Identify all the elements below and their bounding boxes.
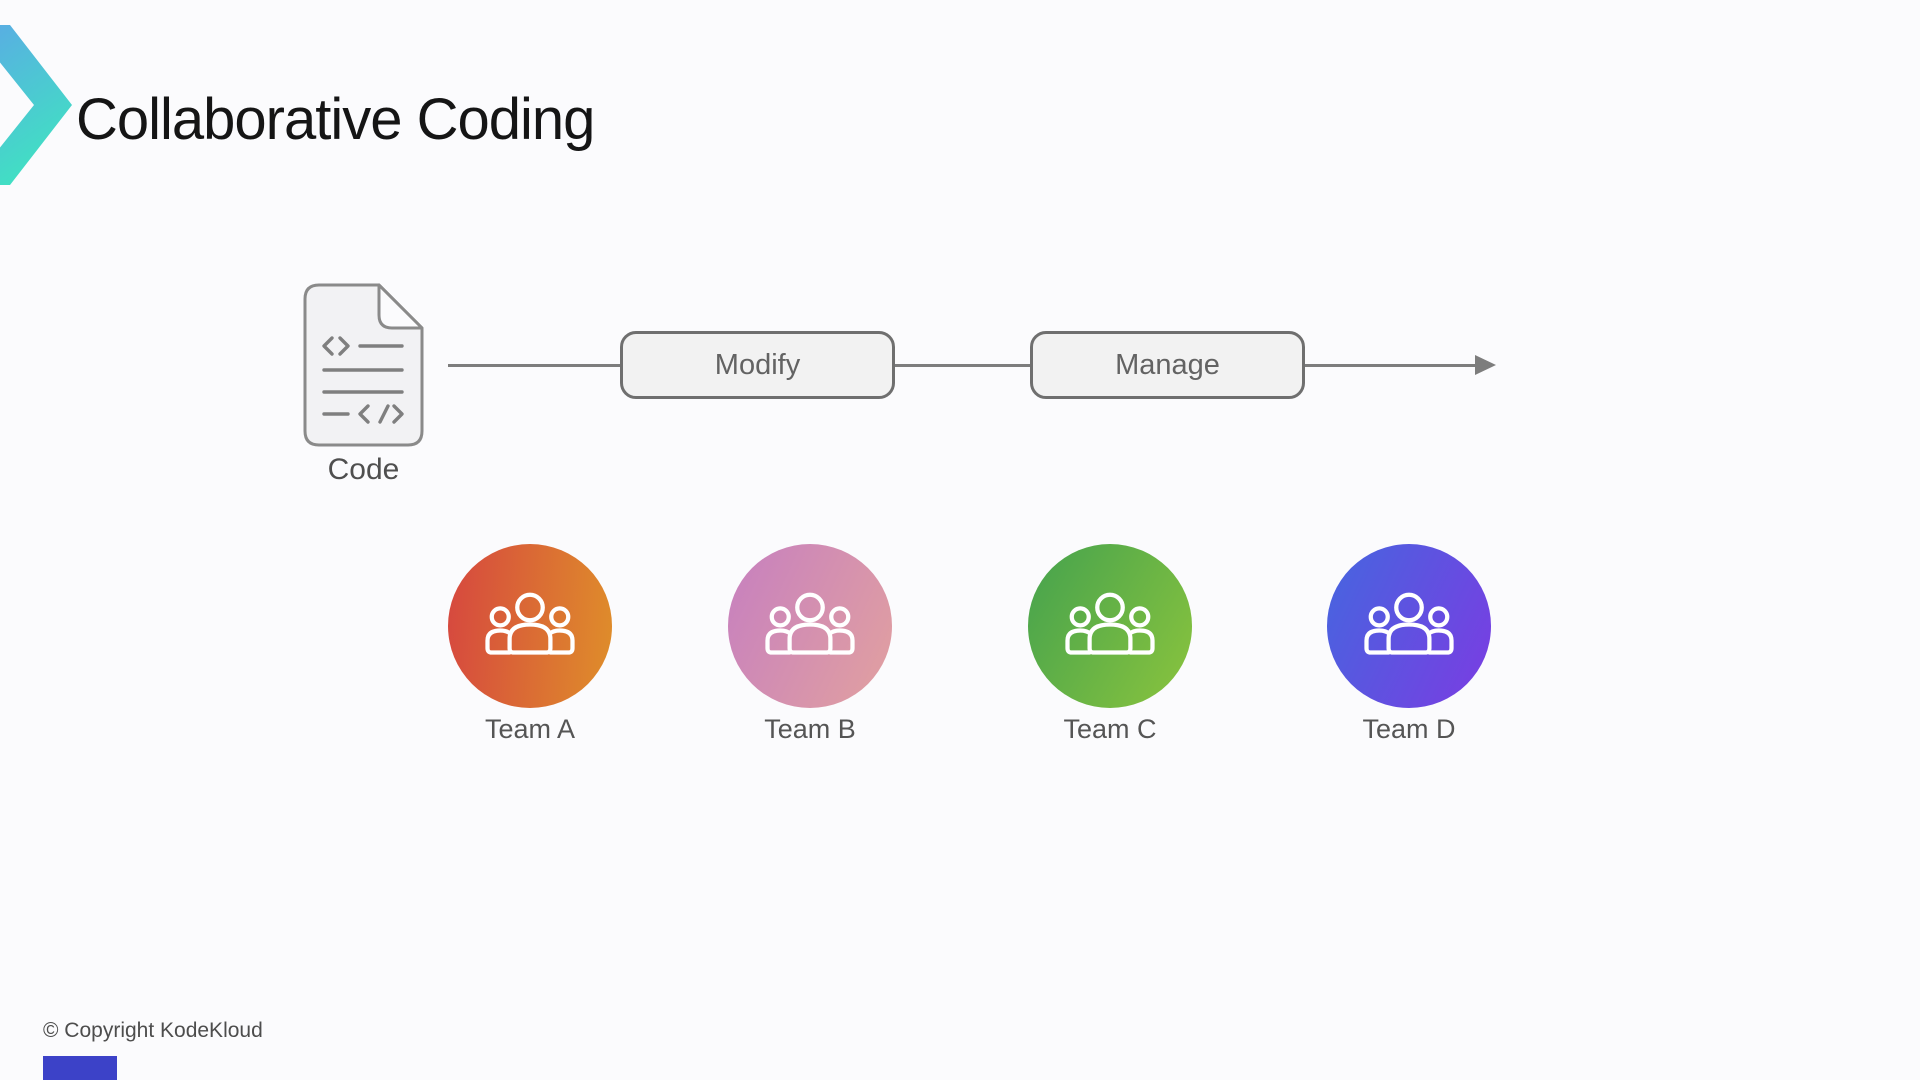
copyright-text: © Copyright KodeKloud [43, 1019, 263, 1042]
team-d-label: Team D [1362, 714, 1456, 744]
team-b-circle [728, 544, 892, 708]
team-c-label: Team C [1063, 714, 1157, 744]
team-a-circle [448, 544, 612, 708]
connector-line [895, 364, 1030, 367]
flow-node-modify: Modify [620, 331, 895, 399]
team-members-icon [485, 592, 575, 655]
kodekloud-chevron-icon [0, 25, 72, 185]
flow-node-manage-label: Manage [1115, 348, 1220, 381]
flow-node-manage: Manage [1030, 331, 1305, 399]
team-members-icon [1364, 592, 1454, 655]
code-node-label: Code [327, 453, 400, 486]
team-b-label: Team B [764, 714, 856, 744]
code-document-icon [303, 283, 424, 447]
page-title: Collaborative Coding [76, 87, 595, 152]
flow-node-modify-label: Modify [714, 348, 801, 381]
team-c-circle [1028, 544, 1192, 708]
connector-line [448, 364, 620, 367]
footer-accent-square [43, 1056, 117, 1080]
team-d-circle [1327, 544, 1491, 708]
connector-line [1305, 364, 1477, 367]
team-members-icon [1065, 592, 1155, 655]
arrow-head-icon [1475, 355, 1496, 375]
team-members-icon [765, 592, 855, 655]
team-a-label: Team A [484, 714, 576, 744]
